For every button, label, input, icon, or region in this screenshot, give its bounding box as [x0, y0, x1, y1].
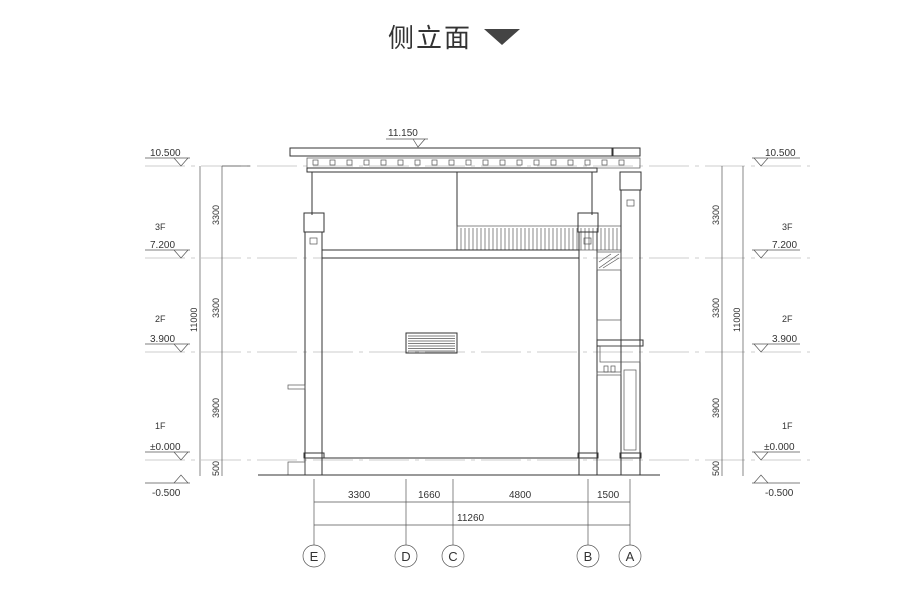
svg-text:D: D — [401, 549, 410, 564]
svg-text:500: 500 — [211, 461, 221, 476]
svg-text:2F: 2F — [155, 314, 166, 324]
svg-text:10.500: 10.500 — [150, 148, 181, 159]
axis-labels: E D C B A — [302, 544, 642, 568]
svg-text:2F: 2F — [782, 314, 793, 324]
svg-text:3.900: 3.900 — [150, 334, 175, 345]
svg-text:3300: 3300 — [711, 298, 721, 318]
svg-text:3300: 3300 — [711, 205, 721, 225]
left-level-marks: 10.500 3F 7.200 2F 3.900 1F ±0.000 -0.50… — [145, 148, 250, 499]
svg-text:B: B — [584, 549, 593, 564]
top-elevation-mark: 11.150 — [386, 128, 428, 148]
svg-text:7.200: 7.200 — [150, 240, 175, 251]
svg-text:A: A — [626, 549, 635, 564]
triangle-down-icon — [484, 29, 520, 45]
svg-text:E: E — [310, 549, 319, 564]
svg-text:3F: 3F — [782, 222, 793, 232]
svg-text:-0.500: -0.500 — [765, 488, 794, 499]
svg-text:10.500: 10.500 — [765, 148, 796, 159]
svg-text:C: C — [448, 549, 457, 564]
svg-text:11.150: 11.150 — [388, 128, 418, 139]
svg-text:4800: 4800 — [509, 490, 532, 501]
horizontal-dimensions: 3300 1660 4800 1500 11260 — [313, 479, 631, 545]
right-level-marks: 10.500 3F 7.200 2F 3.900 1F ±0.000 -0.50… — [711, 148, 800, 499]
svg-text:1F: 1F — [155, 421, 166, 431]
svg-text:11000: 11000 — [189, 308, 199, 332]
svg-text:11000: 11000 — [732, 308, 742, 332]
building-elevation — [258, 147, 660, 476]
svg-text:7.200: 7.200 — [772, 240, 797, 251]
svg-text:3F: 3F — [155, 222, 166, 232]
svg-text:3900: 3900 — [211, 398, 221, 418]
svg-text:1F: 1F — [782, 421, 793, 431]
svg-text:1500: 1500 — [597, 490, 620, 501]
svg-text:±0.000: ±0.000 — [764, 442, 795, 453]
drawing-title: 侧立面 — [388, 24, 473, 54]
svg-text:3.900: 3.900 — [772, 334, 797, 345]
svg-text:3300: 3300 — [348, 490, 371, 501]
svg-text:±0.000: ±0.000 — [150, 442, 181, 453]
svg-text:-0.500: -0.500 — [152, 488, 181, 499]
vent-louver — [405, 332, 458, 354]
svg-text:3900: 3900 — [711, 398, 721, 418]
svg-text:11260: 11260 — [457, 513, 485, 524]
svg-text:1660: 1660 — [418, 490, 441, 501]
svg-text:3300: 3300 — [211, 205, 221, 225]
svg-text:500: 500 — [711, 461, 721, 476]
svg-text:3300: 3300 — [211, 298, 221, 318]
